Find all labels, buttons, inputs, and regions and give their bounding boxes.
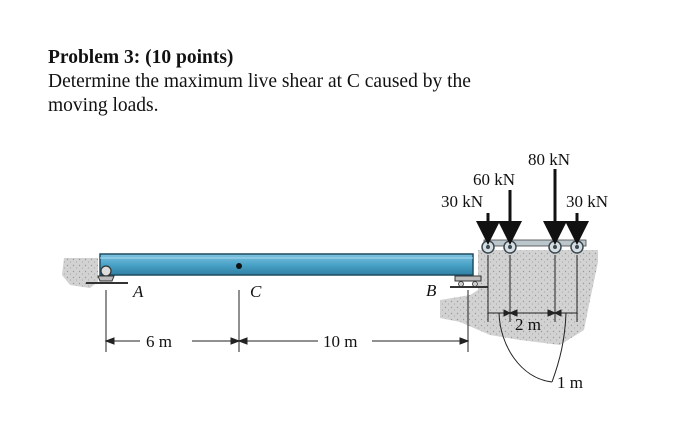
label-30kn-left: 30 kN: [441, 192, 483, 211]
dimension-lines: [104, 255, 578, 383]
label-1m: 1 m: [557, 373, 583, 392]
label-30kn-right: 30 kN: [566, 192, 608, 211]
point-c-marker: [236, 263, 242, 269]
problem-statement: Problem 3: (10 points) Determine the max…: [48, 46, 648, 118]
problem-line-1: Determine the maximum live shear at C ca…: [48, 71, 471, 92]
load-arrows: [476, 169, 589, 245]
problem-title: Problem 3: (10 points): [48, 47, 234, 68]
label-2m: 2 m: [515, 315, 541, 334]
pin-support-a: [86, 265, 128, 284]
beam: [99, 253, 474, 276]
label-80kn: 80 kN: [528, 150, 570, 169]
left-ground: [62, 258, 98, 288]
label-point-b: B: [426, 281, 437, 300]
label-6m: 6 m: [146, 332, 172, 351]
roller-support-b: [450, 275, 488, 288]
label-10m: 10 m: [323, 332, 357, 351]
label-point-a: A: [132, 282, 144, 301]
right-ground: [440, 250, 598, 345]
label-60kn: 60 kN: [473, 170, 515, 189]
problem-line-2: moving loads.: [48, 95, 159, 116]
label-point-c: C: [250, 282, 262, 301]
